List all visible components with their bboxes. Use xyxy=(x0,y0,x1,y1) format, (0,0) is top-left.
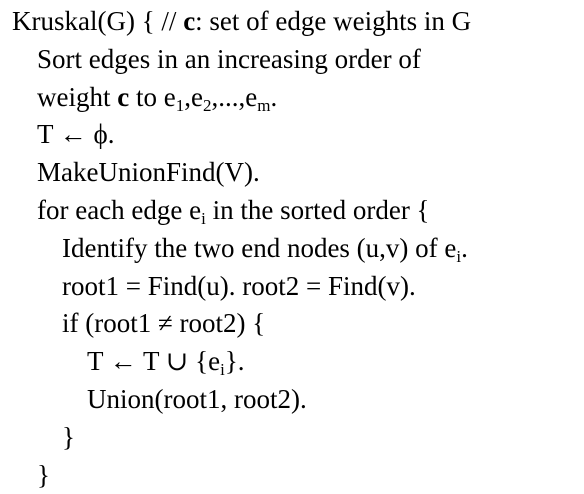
code-line-4: T ← ϕ. xyxy=(12,116,580,154)
code-line-10: T ← T ∪ {ei}. xyxy=(12,343,580,381)
line5-text: MakeUnionFind(V). xyxy=(37,157,260,188)
line3-text-c: to e xyxy=(129,81,176,112)
line1-bold-c: c xyxy=(183,6,196,36)
code-line-9: if (root1 ≠ root2) { xyxy=(12,305,580,343)
line8-text: root1 = Find(u). root2 = Find(v). xyxy=(62,270,416,301)
code-line-2: Sort edges in an increasing order of xyxy=(12,41,580,79)
line10-text-b: }. xyxy=(224,346,245,377)
code-line-13: } xyxy=(12,457,580,494)
code-line-6: for each edge ei in the sorted order { xyxy=(12,192,580,230)
code-line-7: Identify the two end nodes (u,v) of ei. xyxy=(12,230,580,268)
code-line-1: Kruskal(G) { // c: set of edge weights i… xyxy=(12,3,580,41)
line3-subscript-2: 2 xyxy=(202,95,212,115)
line3-subscript-m: m xyxy=(257,95,271,115)
line9-text: if (root1 ≠ root2) { xyxy=(62,308,266,339)
line7-subscript-i: i xyxy=(456,246,462,266)
line3-text-a: weight xyxy=(37,81,118,112)
pseudocode-block: Kruskal(G) { // c: set of edge weights i… xyxy=(12,3,580,494)
code-line-8: root1 = Find(u). root2 = Find(v). xyxy=(12,268,580,306)
line10-subscript-i: i xyxy=(220,360,225,380)
line3-text-e: ,...,e xyxy=(211,81,258,112)
line2-text: Sort edges in an increasing order of xyxy=(37,43,421,74)
line7-text-b: . xyxy=(461,232,468,263)
line7-text-a: Identify the two end nodes (u,v) of e xyxy=(62,232,457,263)
line13-text: } xyxy=(37,459,50,490)
line12-text: } xyxy=(62,421,75,452)
line3-text-d: ,e xyxy=(184,81,203,112)
code-line-3: weight c to e1,e2,...,em. xyxy=(12,79,580,117)
line6-text-b: in the sorted order { xyxy=(205,194,430,225)
line6-subscript-i: i xyxy=(201,208,206,228)
line11-text: Union(root1, root2). xyxy=(87,383,307,414)
code-line-5: MakeUnionFind(V). xyxy=(12,154,580,192)
line6-text-a: for each edge e xyxy=(37,194,202,225)
line1-text-c: : set of edge weights in G xyxy=(195,6,472,36)
code-line-11: Union(root1, root2). xyxy=(12,381,580,419)
line3-text-f: . xyxy=(270,81,278,112)
line4-text: T ← ϕ. xyxy=(37,119,115,150)
line3-subscript-1: 1 xyxy=(175,95,185,115)
line1-text-a: Kruskal(G) { // xyxy=(12,6,184,36)
code-line-12: } xyxy=(12,419,580,457)
line10-text-a: T ← T ∪ {e xyxy=(87,346,221,377)
line3-bold-c: c xyxy=(117,81,130,112)
